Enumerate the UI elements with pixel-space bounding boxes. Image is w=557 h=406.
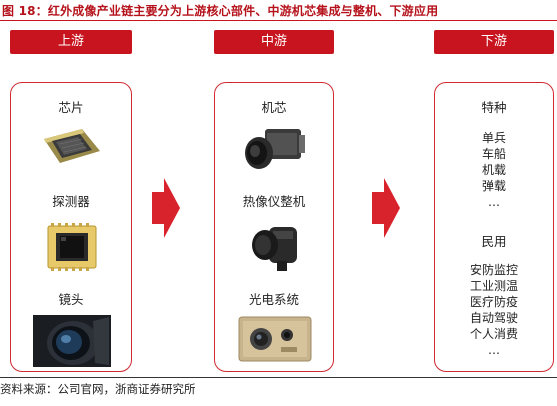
chip-image	[44, 129, 100, 163]
special-item-more: …	[488, 195, 500, 209]
label-thermal-camera: 热像仪整机	[242, 194, 306, 209]
special-item: 单兵	[481, 131, 506, 145]
civil-item: 医疗防疫	[469, 295, 518, 309]
arrow-upstream-to-midstream	[152, 178, 180, 238]
source-note: 资料来源：公司官网，浙商证券研究所	[0, 382, 196, 396]
label-special-use: 特种	[481, 100, 507, 115]
core-module-image	[245, 129, 305, 169]
title-divider	[0, 20, 557, 21]
civil-item: 安防监控	[469, 263, 518, 277]
header-downstream: 下游	[434, 30, 554, 54]
special-item: 机载	[481, 163, 506, 177]
label-core-module: 机芯	[261, 100, 287, 115]
header-upstream: 上游	[10, 30, 132, 54]
special-item: 弹载	[481, 179, 506, 193]
civil-item-more: …	[488, 343, 500, 357]
arrow-midstream-to-downstream	[372, 178, 400, 238]
header-midstream: 中游	[214, 30, 334, 54]
thermal-camera-image	[252, 227, 297, 271]
civil-item: 工业测温	[469, 279, 518, 293]
civil-item: 个人消费	[469, 327, 518, 341]
label-optoelectronic-system: 光电系统	[248, 292, 299, 307]
panel-downstream: 特种 单兵 车船 机载 弹载 … 民用 安防监控 工业测温 医疗防疫 自动驾驶 …	[434, 82, 554, 372]
lens-image	[33, 315, 111, 367]
label-civil-use: 民用	[481, 234, 507, 249]
panel-upstream: 芯片 探测器 镜头	[10, 82, 132, 372]
special-item: 车船	[481, 147, 506, 161]
label-detector: 探测器	[52, 194, 90, 209]
label-lens: 镜头	[58, 292, 84, 307]
panel-midstream: 机芯 热像仪整机 光电系统	[214, 82, 334, 372]
optoelectronic-system-image	[238, 316, 312, 362]
civil-item: 自动驾驶	[469, 311, 518, 325]
detector-image	[47, 223, 97, 271]
source-divider	[0, 377, 557, 378]
label-chip: 芯片	[58, 100, 84, 115]
figure-title: 图 18：红外成像产业链主要分为上游核心部件、中游机芯集成与整机、下游应用	[2, 4, 439, 18]
